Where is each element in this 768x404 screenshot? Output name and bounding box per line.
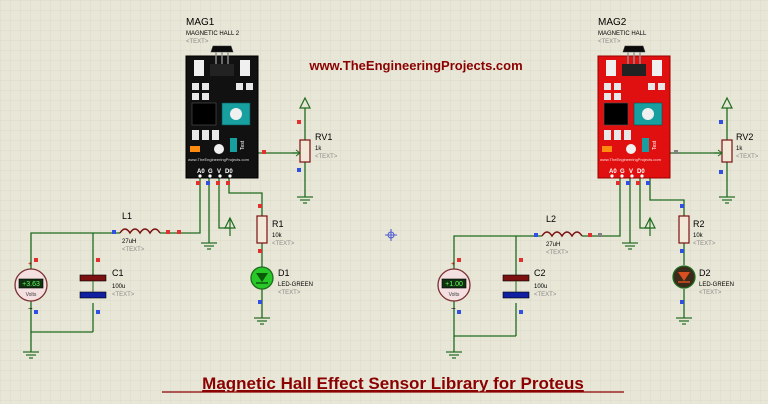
capacitor-c2[interactable]	[502, 274, 530, 299]
power-terminal-1b	[299, 96, 311, 109]
d2-text: <TEXT>	[699, 290, 722, 296]
mag1-text: <TEXT>	[186, 39, 209, 45]
module-2-pin-g: G	[620, 169, 625, 175]
d1-ref: D1	[278, 268, 290, 278]
led-d2[interactable]	[672, 265, 696, 289]
origin-marker	[385, 229, 397, 241]
ground-2d	[719, 196, 735, 204]
website-banner[interactable]: www.TheEngineeringProjects.com	[308, 58, 522, 73]
hall-sensor-module-2[interactable]: Test www.TheEngineeringProjects.com A0 G…	[597, 45, 671, 179]
rv1-text: <TEXT>	[315, 154, 338, 160]
resistor-r1[interactable]	[256, 215, 268, 244]
ground-2c	[676, 317, 692, 325]
l1-value: 27uH	[122, 239, 136, 245]
d2-value: LED-GREEN	[699, 282, 734, 288]
rv1-value: 1k	[315, 146, 322, 152]
c2-ref: C2	[534, 268, 546, 278]
l1-text: <TEXT>	[122, 247, 145, 253]
l2-text: <TEXT>	[546, 250, 569, 256]
c2-value: 100u	[534, 284, 547, 290]
wires-1	[30, 108, 306, 352]
pin-markers-1	[34, 120, 301, 314]
mag1-value: MAGNETIC HALL 2	[186, 31, 240, 37]
potentiometer-rv2[interactable]	[714, 139, 733, 163]
resistor-r2[interactable]	[678, 215, 690, 244]
mag2-value: MAGNETIC HALL	[598, 31, 647, 37]
mag2-text: <TEXT>	[598, 39, 621, 45]
circuit-1: +3.63 Volts + − C1 100u <TEXT> L1 27uH <…	[14, 17, 338, 359]
voltmeter-2-unit: Volts	[449, 292, 460, 298]
voltmeter-1-reading: +3.63	[22, 281, 40, 288]
c2-text: <TEXT>	[534, 292, 557, 298]
ground-2a	[446, 351, 462, 359]
circuit-2: +1.00 Volts + − C2 100u <TEXT> L2 27uH <…	[437, 17, 759, 359]
rv1-ref: RV1	[315, 132, 332, 142]
rv2-ref: RV2	[736, 132, 753, 142]
potentiometer-rv1[interactable]	[292, 139, 311, 163]
d1-value: LED-GREEN	[278, 282, 313, 288]
led-d1[interactable]	[250, 266, 274, 290]
r2-text: <TEXT>	[693, 241, 716, 247]
l1-ref: L1	[122, 211, 132, 221]
r1-ref: R1	[272, 219, 284, 229]
hall-sensor-module-1[interactable]: Test www.TheEngineeringProjects.com A0 G…	[185, 45, 259, 179]
mag2-ref: MAG2	[598, 17, 627, 28]
voltmeter-2-minus: −	[451, 304, 456, 313]
inductor-l2[interactable]	[541, 231, 583, 238]
module-1-pin-d0: D0	[225, 169, 233, 175]
ground-1a	[23, 351, 39, 359]
c1-value: 100u	[112, 284, 125, 290]
c1-ref: C1	[112, 268, 124, 278]
power-terminal-2b	[721, 96, 733, 109]
module-2-test-label: Test	[652, 140, 658, 150]
module-1-brand: www.TheEngineeringProjects.com	[188, 157, 250, 162]
voltmeter-1-plus: +	[28, 261, 32, 268]
rv2-text: <TEXT>	[736, 154, 759, 160]
power-terminal-2a	[644, 216, 656, 236]
r2-ref: R2	[693, 219, 705, 229]
module-1-test-label: Test	[240, 140, 246, 150]
ground-1c	[254, 317, 270, 325]
module-2-pin-v: V	[629, 169, 633, 175]
l2-ref: L2	[546, 214, 556, 224]
voltmeter-1-unit: Volts	[26, 292, 37, 298]
r2-value: 10k	[693, 233, 704, 239]
module-2-brand: www.TheEngineeringProjects.com	[600, 157, 662, 162]
capacitor-c1[interactable]	[79, 274, 107, 299]
footer-title: Magnetic Hall Effect Sensor Library for …	[202, 374, 584, 393]
l2-value: 27uH	[546, 242, 560, 248]
voltmeter-1[interactable]: +3.63 Volts + −	[14, 261, 48, 313]
module-1-pin-g: G	[208, 169, 213, 175]
module-2-pin-d0: D0	[637, 169, 645, 175]
voltmeter-2-plus: +	[451, 261, 455, 268]
r1-text: <TEXT>	[272, 241, 295, 247]
mag1-ref: MAG1	[186, 17, 215, 28]
voltmeter-2-reading: +1.00	[445, 281, 463, 288]
rv2-value: 1k	[736, 146, 743, 152]
d1-text: <TEXT>	[278, 290, 301, 296]
power-terminal-1a	[224, 216, 236, 236]
module-1-pin-a0: A0	[197, 169, 205, 175]
wires-2	[453, 108, 728, 352]
module-2-pin-a0: A0	[609, 169, 617, 175]
ground-1b	[201, 242, 217, 250]
voltmeter-1-minus: −	[28, 304, 33, 313]
r1-value: 10k	[272, 233, 283, 239]
module-1-pin-v: V	[217, 169, 221, 175]
voltmeter-2[interactable]: +1.00 Volts + −	[437, 261, 471, 313]
ground-2b	[622, 242, 638, 250]
pin-markers-2	[457, 120, 723, 314]
ground-1d	[297, 196, 313, 204]
inductor-l1[interactable]	[119, 228, 161, 235]
d2-ref: D2	[699, 268, 711, 278]
c1-text: <TEXT>	[112, 292, 135, 298]
